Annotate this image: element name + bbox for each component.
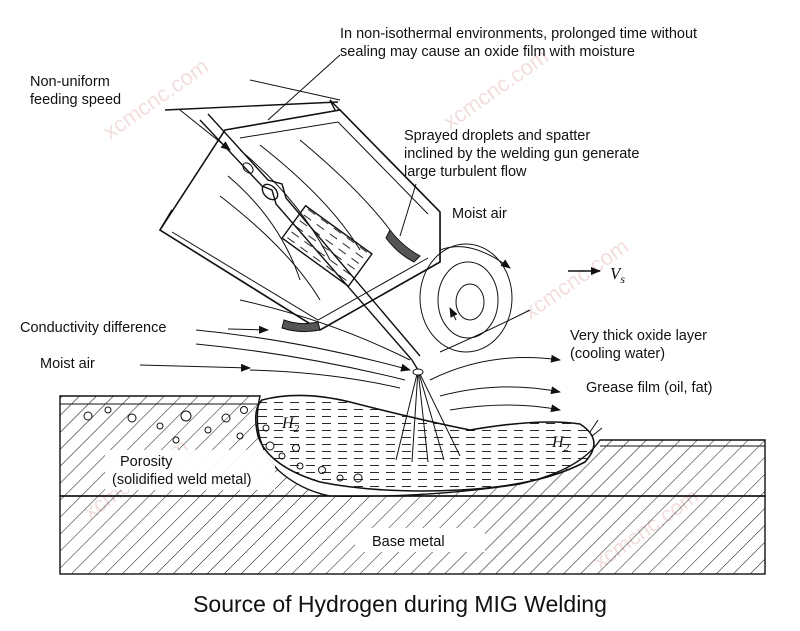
oxide-film-label-line2: sealing may cause an oxide film with moi…: [340, 44, 635, 60]
h2-left-subscript: 2: [294, 423, 300, 435]
moist-air-top-label: Moist air: [452, 206, 507, 222]
oxide-layer-label-line2: (cooling water): [570, 346, 665, 362]
air-flow-lines: [139, 299, 561, 413]
wire-electrode: [199, 113, 421, 371]
porosity-label-line2: (solidified weld metal): [112, 472, 251, 488]
h2-right-symbol: H: [551, 434, 565, 451]
h2-left-symbol: H: [281, 415, 295, 432]
velocity-subscript: s: [620, 272, 625, 286]
velocity-symbol: V: [610, 264, 623, 283]
arc-plasma: [395, 368, 461, 463]
grease-film-label: Grease film (oil, fat): [586, 380, 713, 396]
base-metal: [59, 495, 766, 575]
oxide-layer-label-line1: Very thick oxide layer: [570, 328, 707, 344]
h2-right-label: H2: [551, 434, 570, 454]
feeding-speed-label-line1: Non-uniform: [30, 74, 110, 90]
oxide-film-label-line1: In non-isothermal environments, prolonge…: [340, 26, 697, 42]
feeding-speed-label-line2: feeding speed: [30, 92, 121, 108]
spatter-label-line1: Sprayed droplets and spatter: [404, 128, 590, 144]
diagram-title: Source of Hydrogen during MIG Welding: [193, 591, 607, 617]
conductivity-label: Conductivity difference: [20, 320, 166, 336]
velocity-label: Vs: [610, 264, 625, 286]
leader-arrows: [179, 54, 603, 437]
labels: In non-isothermal environments, prolonge…: [20, 26, 713, 550]
turbulent-vortex: [419, 243, 513, 353]
moist-air-left-label: Moist air: [40, 356, 95, 372]
porosity-bubbles: [83, 406, 363, 483]
welding-gun-nozzle: [158, 79, 441, 333]
base-metal-label: Base metal: [372, 534, 445, 550]
h2-left-label: H2: [281, 415, 300, 435]
weld-pool: [254, 394, 595, 492]
spatter-label-line3: large turbulent flow: [404, 164, 527, 180]
workpiece: [59, 395, 766, 497]
h2-right-subscript: 2: [564, 442, 570, 454]
porosity-label-line1: Porosity: [120, 454, 173, 470]
spatter-label-line2: inclined by the welding gun generate: [404, 146, 639, 162]
